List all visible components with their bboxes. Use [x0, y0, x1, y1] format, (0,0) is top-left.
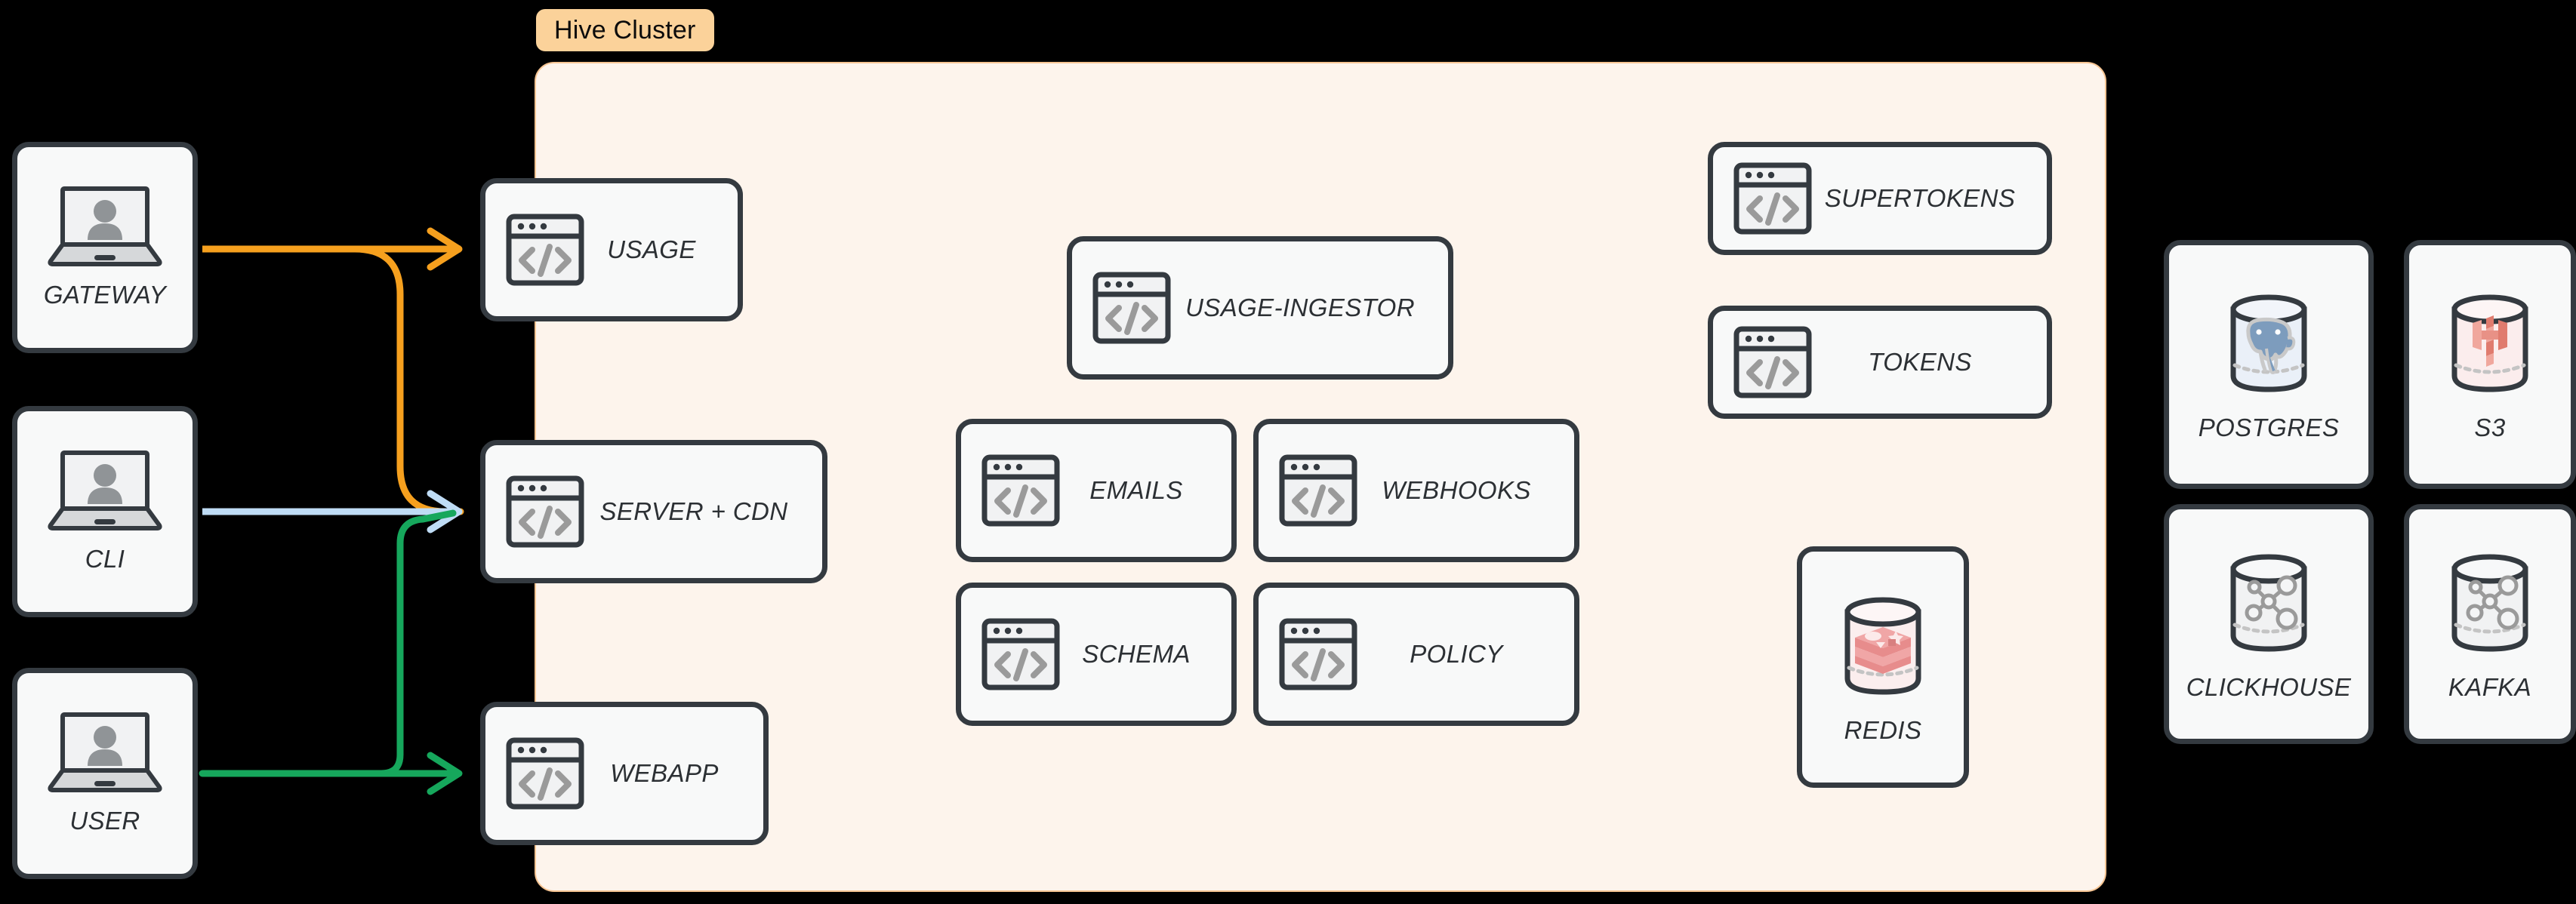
code-window-icon [1733, 162, 1812, 235]
node-cli[interactable]: CLI [12, 406, 198, 617]
store-postgres[interactable]: POSTGRES [2164, 240, 2374, 489]
postgres-cylinder-icon [2230, 294, 2307, 392]
code-window-icon [1092, 272, 1171, 344]
code-window-icon [1279, 618, 1357, 690]
service-emails[interactable]: EMAILS [956, 419, 1237, 562]
code-window-icon [1279, 454, 1357, 527]
node-label: USER [69, 807, 140, 835]
store-s3[interactable]: S3 [2404, 240, 2576, 489]
service-label: USAGE [607, 235, 696, 263]
redis-cylinder-icon [1844, 597, 1921, 695]
service-webapp[interactable]: WEBAPP [480, 702, 769, 845]
network-cylinder-icon [2230, 554, 2307, 652]
service-label: EMAILS [1089, 476, 1183, 504]
edge-gateway-to-usage [202, 227, 463, 271]
code-window-icon [1733, 326, 1812, 398]
service-label: SCHEMA [1082, 640, 1191, 668]
hive-cluster-badge: Hive Cluster [536, 9, 714, 51]
node-label: CLI [85, 545, 125, 573]
service-usage[interactable]: USAGE [480, 178, 743, 321]
service-usage-ingestor[interactable]: USAGE-INGESTOR [1067, 236, 1453, 380]
service-label: SUPERTOKENS [1824, 184, 2016, 212]
service-webhooks[interactable]: WEBHOOKS [1253, 419, 1579, 562]
service-server-cdn[interactable]: SERVER + CDN [480, 440, 827, 583]
service-supertokens[interactable]: SUPERTOKENS [1708, 142, 2052, 255]
code-window-icon [981, 454, 1060, 527]
edge-user-to-server-cdn [199, 509, 457, 777]
edge-gateway-to-server-cdn [351, 245, 464, 515]
code-window-icon [506, 214, 584, 286]
s3-cylinder-icon [2451, 294, 2528, 392]
service-label: POLICY [1410, 640, 1503, 668]
store-kafka[interactable]: KAFKA [2404, 504, 2576, 744]
service-label: USAGE-INGESTOR [1185, 294, 1415, 321]
store-label: REDIS [1844, 716, 1922, 744]
service-tokens[interactable]: TOKENS [1708, 306, 2052, 419]
laptop-user-icon [48, 712, 162, 792]
node-gateway[interactable]: GATEWAY [12, 142, 198, 353]
node-label: GATEWAY [43, 281, 167, 309]
service-label: TOKENS [1868, 348, 1972, 376]
code-window-icon [981, 618, 1060, 690]
edge-user-to-webapp [202, 752, 463, 795]
store-redis[interactable]: REDIS [1797, 546, 1969, 788]
store-label: KAFKA [2448, 673, 2532, 701]
node-user[interactable]: USER [12, 668, 198, 879]
service-label: SERVER + CDN [599, 497, 788, 525]
service-label: WEBAPP [610, 759, 719, 787]
laptop-user-icon [48, 450, 162, 530]
service-policy[interactable]: POLICY [1253, 583, 1579, 726]
laptop-user-icon [48, 186, 162, 266]
store-label: CLICKHOUSE [2186, 673, 2352, 701]
network-cylinder-icon [2451, 554, 2528, 652]
store-clickhouse[interactable]: CLICKHOUSE [2164, 504, 2374, 744]
code-window-icon [506, 737, 584, 810]
service-label: WEBHOOKS [1382, 476, 1531, 504]
store-label: S3 [2474, 414, 2506, 441]
store-label: POSTGRES [2198, 414, 2340, 441]
edge-cli-to-server-cdn [202, 490, 463, 533]
code-window-icon [506, 475, 584, 548]
service-schema[interactable]: SCHEMA [956, 583, 1237, 726]
